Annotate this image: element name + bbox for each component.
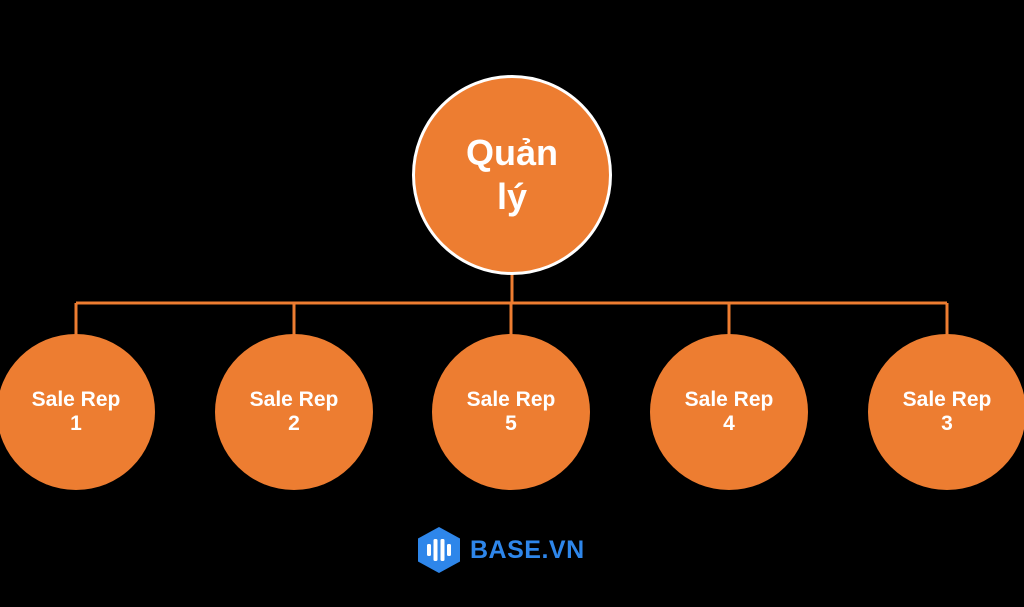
child-node-sale-rep-2: Sale Rep 2 xyxy=(215,334,373,490)
root-node-label-line-1: Quản xyxy=(465,132,558,173)
brand-logo: BASE.VN xyxy=(416,526,585,574)
child-node-label: Sale Rep xyxy=(249,388,339,411)
base-hexagon-logo-icon xyxy=(418,527,460,573)
child-node-label: Sale Rep xyxy=(31,388,121,411)
child-node-label: Sale Rep xyxy=(466,388,556,411)
child-node-number: 1 xyxy=(70,412,82,435)
child-node-sale-rep-5: Sale Rep 5 xyxy=(432,334,590,490)
child-node-label: Sale Rep xyxy=(684,388,774,411)
child-node-number: 5 xyxy=(505,412,517,435)
child-node-number: 3 xyxy=(941,412,953,435)
child-node-sale-rep-3: Sale Rep 3 xyxy=(868,334,1024,490)
child-node-sale-rep-4: Sale Rep 4 xyxy=(650,334,808,490)
root-node-label-line-2: lý xyxy=(496,176,528,217)
child-node-number: 4 xyxy=(723,412,735,435)
brand-name: BASE.VN xyxy=(470,535,585,564)
root-node-manager: Quản lý xyxy=(412,75,612,275)
child-node-number: 2 xyxy=(288,412,300,435)
child-node-label: Sale Rep xyxy=(902,388,992,411)
child-node-sale-rep-1: Sale Rep 1 xyxy=(0,334,155,490)
